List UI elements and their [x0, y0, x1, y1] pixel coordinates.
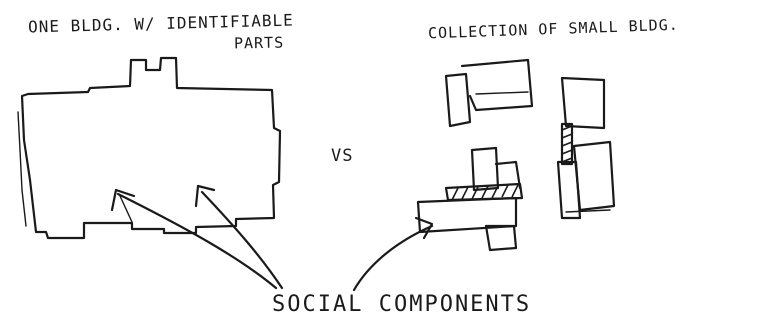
arrowhead-right	[194, 184, 216, 208]
small-building-top-right	[560, 76, 606, 130]
single-building-edge-stroke	[17, 111, 27, 227]
single-building-inner-step	[119, 195, 133, 223]
small-building-middle-right	[572, 140, 616, 212]
small-building-bottom-long	[416, 196, 518, 234]
small-building-middle-right-side	[556, 160, 582, 220]
small-building-top-left-joint	[475, 91, 529, 95]
small-buildings-sketch	[416, 58, 616, 252]
hatched-connector-horizontal	[444, 182, 524, 202]
small-building-bottom-annex	[484, 224, 518, 252]
single-building-sketch	[17, 56, 282, 240]
arrowhead-left	[110, 188, 136, 212]
arrow-right	[200, 190, 284, 290]
arrowhead-collection	[414, 216, 434, 240]
social-component-arrows	[110, 184, 434, 292]
small-building-top-left-a	[444, 72, 472, 128]
small-building-center-side	[494, 160, 522, 190]
social-components-label: SOCIAL COMPONENTS	[272, 292, 532, 317]
arrow-left	[116, 192, 278, 290]
hatched-connector-vertical	[560, 122, 574, 166]
versus-label: VS	[331, 146, 354, 166]
small-building-center-tower	[470, 146, 500, 192]
arrow-collection	[352, 224, 434, 292]
small-building-top-left-b	[460, 58, 534, 112]
small-building-middle-right-base	[565, 209, 611, 213]
left-title-parts: PARTS	[233, 33, 285, 53]
single-building-outline	[20, 56, 282, 240]
